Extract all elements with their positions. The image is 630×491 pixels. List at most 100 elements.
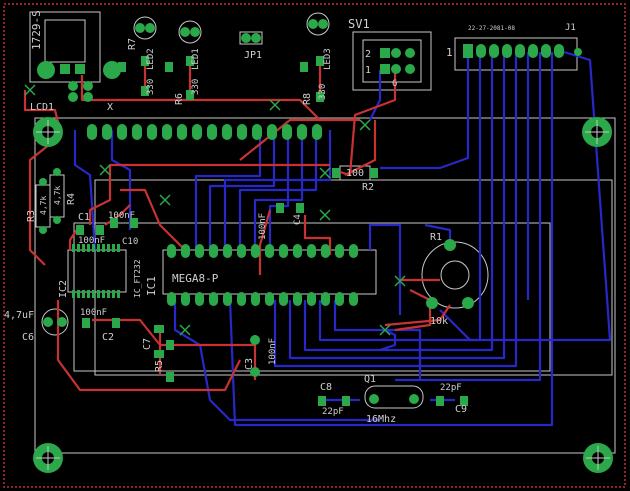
pad [117, 124, 127, 140]
pad [186, 56, 194, 66]
bottom-copper-layer [73, 50, 612, 427]
r2-label: R2 [362, 182, 374, 193]
j1-part-label: 22-27-2081-08 [468, 25, 515, 32]
trace [394, 289, 432, 332]
via [179, 324, 191, 336]
trace [439, 50, 612, 342]
j1-pin1-label: 1 [446, 46, 453, 59]
r4-label: R4 [66, 193, 77, 205]
r6-value: 330 [191, 79, 201, 95]
via [159, 194, 171, 206]
trace [344, 120, 377, 176]
ic1-label: IC1 [145, 276, 158, 296]
pad [118, 62, 126, 72]
pad [207, 124, 217, 140]
trace [228, 52, 554, 427]
j1-label: J1 [565, 23, 576, 33]
r7-value: 330 [146, 79, 156, 95]
c1-value: 100nF [78, 236, 105, 246]
pad [102, 124, 112, 140]
r8-value: 330 [318, 84, 328, 100]
trace [369, 70, 382, 121]
usb-connector-outline [29, 11, 101, 83]
pad [476, 44, 486, 58]
pad [528, 44, 538, 58]
pad [405, 48, 415, 58]
ic2-pads [72, 244, 120, 298]
usb-pads [37, 61, 121, 102]
c6-outline [41, 308, 69, 336]
pad [147, 124, 157, 140]
via [359, 119, 371, 131]
r1-value: 10k [430, 316, 448, 327]
led-pads [133, 12, 330, 45]
c6-value: 4,7uF [4, 310, 34, 321]
led3-label: LED3 [323, 48, 333, 70]
pad [68, 81, 78, 91]
pad [75, 64, 85, 74]
trace [223, 130, 332, 250]
mounting-hole [582, 117, 612, 147]
c2-value: 100nF [80, 308, 107, 318]
c10-value: 100nF [108, 211, 135, 221]
trace [88, 163, 330, 225]
lcd-conn-label: 1729-S [30, 10, 43, 50]
pad [391, 64, 401, 74]
jp1-footprint [239, 31, 263, 45]
sv1-pads [380, 48, 415, 74]
c8-label: C8 [320, 382, 332, 393]
passive-pads [39, 168, 474, 406]
trace [120, 188, 186, 251]
c2-label: C2 [102, 332, 114, 343]
pad [141, 86, 149, 96]
pad [316, 92, 324, 102]
mounting-holes [33, 117, 613, 473]
c10-label: C10 [122, 237, 138, 247]
trace [333, 300, 422, 380]
r5-label: R5 [154, 360, 165, 372]
pad [83, 92, 93, 102]
pad [177, 124, 187, 140]
jp1-label: JP1 [244, 50, 262, 61]
via [319, 167, 331, 179]
mega8-label: MEGA8-P [172, 272, 219, 285]
pad [87, 124, 97, 140]
c1-label: C1 [78, 212, 90, 223]
pad [186, 90, 194, 100]
trace [379, 329, 397, 352]
pad [300, 62, 308, 72]
c4-label: C4 [293, 214, 303, 225]
sv1-outline [352, 31, 432, 91]
resistor-pads [118, 56, 324, 102]
pad [252, 124, 262, 140]
pad [132, 124, 142, 140]
pad [316, 56, 324, 66]
pad [391, 48, 401, 58]
led3-footprint [306, 12, 330, 36]
trace [368, 223, 402, 315]
led2-footprint [133, 16, 157, 40]
pad [267, 124, 277, 140]
c9-value: 22pF [440, 383, 462, 393]
c4-value: 100nF [258, 213, 268, 240]
trace [208, 130, 276, 250]
pad [515, 44, 525, 58]
trace [173, 300, 380, 422]
r2-value: 100 [346, 168, 364, 179]
mounting-hole [33, 443, 63, 473]
pad [380, 64, 390, 74]
via [319, 209, 331, 221]
mounting-hole [583, 443, 613, 473]
c3-value: 100nF [268, 338, 278, 365]
pad [222, 124, 232, 140]
led1-label: LED1 [191, 48, 201, 70]
pad [162, 124, 172, 140]
trace [273, 52, 518, 368]
pad [37, 61, 55, 79]
led2-label: LED2 [146, 48, 156, 70]
mega8-pads [167, 244, 358, 306]
via [379, 324, 391, 336]
r1-pot-knob [440, 260, 470, 290]
sv1-pin6: 6 [392, 79, 397, 89]
lcd-label: LCD1 [30, 102, 54, 113]
